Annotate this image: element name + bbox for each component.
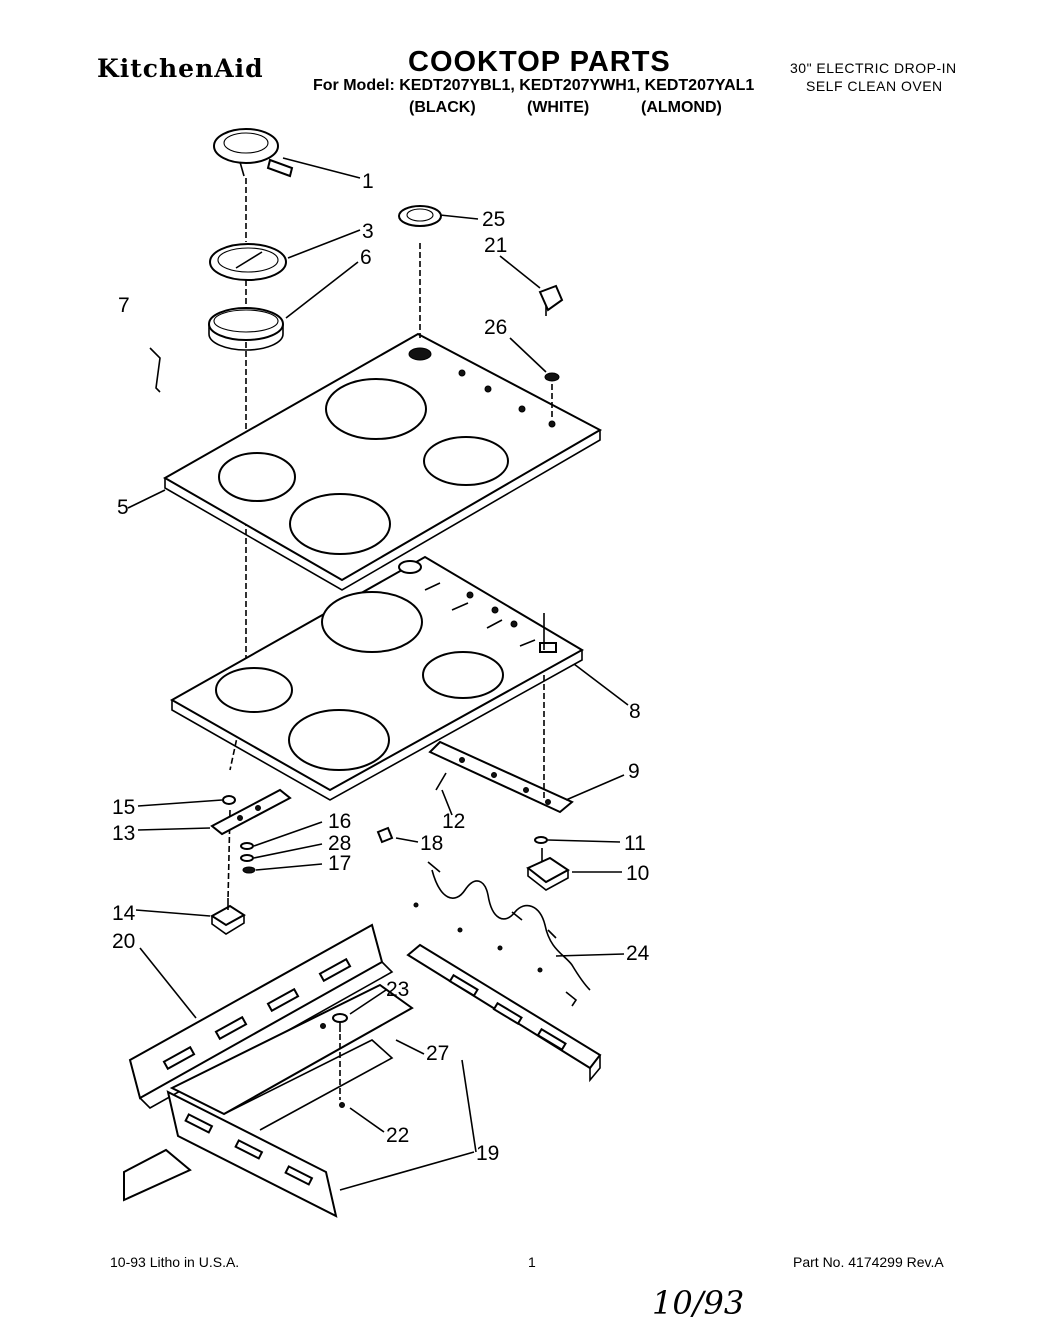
callout-10: 10 xyxy=(626,862,649,885)
callout-27: 27 xyxy=(426,1042,449,1065)
wire-harness-part-24 xyxy=(413,861,591,1007)
bracket-part-13 xyxy=(210,788,292,836)
callout-25: 25 xyxy=(482,208,505,231)
callout-19: 19 xyxy=(476,1142,499,1165)
nut-part-17 xyxy=(242,866,256,874)
switch-part-14 xyxy=(210,898,246,935)
callout-3: 3 xyxy=(362,220,374,243)
cooktop-panel-part-8 xyxy=(169,555,585,801)
callout-15: 15 xyxy=(112,796,135,819)
callout-11: 11 xyxy=(624,832,646,855)
model-line: For Model: KEDT207YBL1, KEDT207YWH1, KED… xyxy=(313,77,755,94)
trim-ring-part-6 xyxy=(208,307,284,351)
front-rail-part-19 xyxy=(166,943,602,1218)
callout-16: 16 xyxy=(328,810,351,833)
support-panel-part-22 xyxy=(169,983,414,1131)
callout-14: 14 xyxy=(112,902,136,925)
callout-18: 18 xyxy=(420,832,443,855)
callout-12: 12 xyxy=(442,810,465,833)
callout-1: 1 xyxy=(362,170,374,193)
page-number: 1 xyxy=(528,1254,536,1270)
callout-20: 20 xyxy=(112,930,135,953)
product-description-line2: SELF CLEAN OVEN xyxy=(806,78,943,94)
color-label-black: (BLACK) xyxy=(409,99,476,116)
callout-28: 28 xyxy=(328,832,351,855)
cap-part-15 xyxy=(222,795,236,805)
nut-part-18 xyxy=(376,826,394,844)
callout-23: 23 xyxy=(386,978,409,1001)
callout-26: 26 xyxy=(484,316,507,339)
washer-part-28 xyxy=(240,854,254,862)
cooktop-top-part-5 xyxy=(162,332,603,591)
surface-element-part-1 xyxy=(213,128,294,178)
callout-13: 13 xyxy=(112,822,135,845)
bracket-part-9 xyxy=(428,740,574,814)
handwritten-date: 10/93 xyxy=(652,1284,745,1322)
page-title: COOKTOP PARTS xyxy=(408,46,671,78)
callout-17: 17 xyxy=(328,852,351,875)
brand-logo: KitchenAid xyxy=(97,54,264,83)
washer-part-16 xyxy=(240,842,254,850)
callout-7: 7 xyxy=(118,294,130,317)
screw-part-12 xyxy=(435,772,447,791)
part-number: Part No. 4174299 Rev.A xyxy=(793,1254,944,1270)
side-rail-part-20 xyxy=(128,923,394,1109)
color-label-white: (WHITE) xyxy=(527,99,590,116)
product-description-line1: 30" ELECTRIC DROP-IN xyxy=(790,60,957,76)
clip-part-7 xyxy=(149,347,161,393)
footer-litho: 10-93 Litho in U.S.A. xyxy=(110,1254,240,1270)
washer-part-26 xyxy=(544,372,560,382)
callout-5: 5 xyxy=(117,496,129,519)
color-label-almond: (ALMOND) xyxy=(641,99,722,116)
knob-part-25 xyxy=(398,205,442,227)
switch-part-10 xyxy=(526,848,570,891)
callout-8: 8 xyxy=(629,700,641,723)
callout-21: 21 xyxy=(484,234,507,257)
washer-part-11 xyxy=(534,836,548,844)
indicator-light-part-21 xyxy=(538,284,564,316)
reflector-bowl-part-3 xyxy=(209,243,287,281)
screw-part-23 xyxy=(332,1013,348,1032)
callout-22: 22 xyxy=(386,1124,409,1147)
callout-24: 24 xyxy=(626,942,650,965)
bottom-plate xyxy=(123,1148,192,1202)
callout-6: 6 xyxy=(360,246,372,269)
callout-9: 9 xyxy=(628,760,640,783)
